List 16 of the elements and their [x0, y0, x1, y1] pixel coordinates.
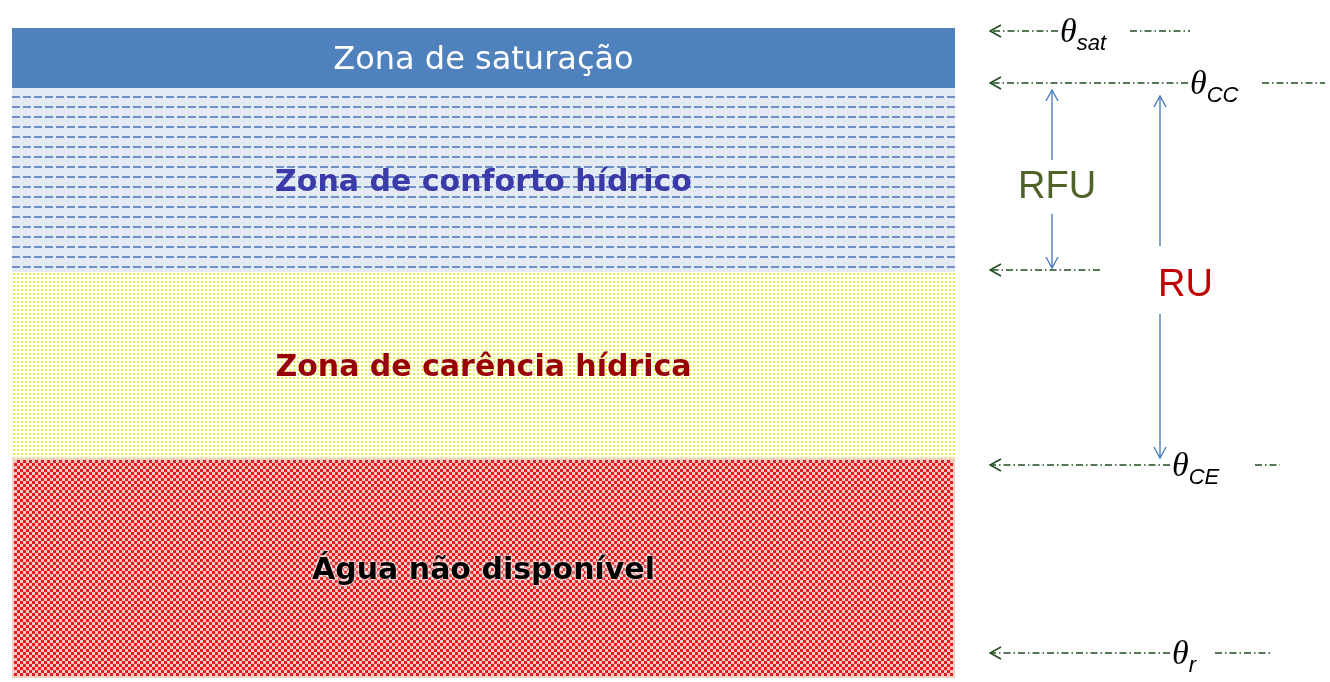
zone-label: Zona de carência hídrica: [275, 347, 692, 383]
unavailable-water-band: [12, 458, 955, 678]
rfu-label: RFU: [1018, 166, 1097, 204]
comfort-zone-band: [12, 88, 955, 272]
arrow: [989, 76, 1189, 90]
water-content-symbol: θ$_{r}$: [1172, 636, 1197, 676]
arrow: [989, 458, 1171, 472]
water-content-symbol: θ$_{CC}$: [1190, 66, 1239, 106]
deficit-zone-band: [12, 272, 955, 458]
water-content-symbol: θ$_{CE}$: [1172, 448, 1220, 488]
arrow: [989, 24, 1059, 38]
arrow: [989, 646, 1171, 660]
zone-label: Zona de saturação: [333, 39, 634, 77]
ru-label: RU: [1158, 264, 1213, 302]
saturation-band: [12, 28, 955, 88]
water-content-symbol: θ$_{sat}$: [1060, 14, 1107, 54]
